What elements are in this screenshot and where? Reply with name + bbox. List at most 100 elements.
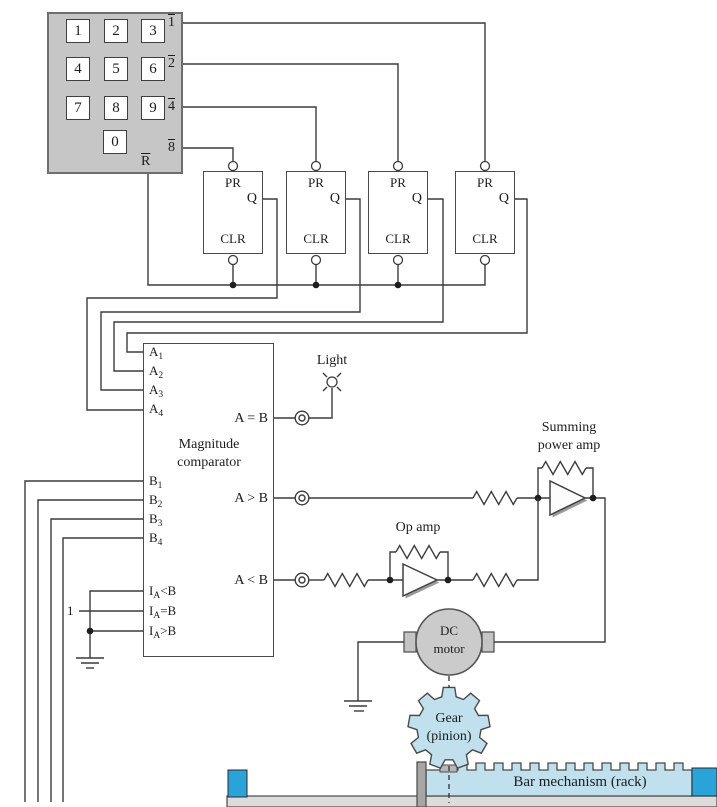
keypad-key-7: 7 — [66, 96, 90, 120]
summing-amp-triangle — [549, 479, 587, 517]
support-post — [416, 761, 427, 807]
op-amp-label: Op amp — [395, 520, 441, 535]
junction-dot — [229, 281, 237, 289]
ground-symbol — [76, 657, 104, 669]
motor-terminal-left — [403, 631, 417, 653]
gear-label: (pinion) — [426, 729, 472, 744]
output-a-gt-b-label: A > B — [234, 491, 268, 506]
q-label: Q — [498, 191, 509, 206]
clr-label: CLR — [472, 231, 498, 246]
comparator-title: Magnitude — [178, 437, 240, 452]
pr-label: PR — [308, 175, 324, 190]
output-a-eq-b-label: A = B — [234, 411, 268, 426]
clr-bubble — [392, 254, 404, 266]
keypad-key-6: 6 — [141, 57, 165, 81]
terminal-connector — [294, 410, 310, 426]
keypad-key-8: 8 — [104, 96, 128, 120]
junction-dot — [534, 494, 542, 502]
a-lt-b-circuit — [274, 498, 539, 599]
dc-motor-label: motor — [433, 641, 465, 656]
b-input-label: B1 — [149, 473, 163, 491]
resistors — [323, 460, 587, 588]
ground-symbol — [344, 700, 372, 712]
keypad-to-pr-wires — [183, 22, 486, 162]
motor-ground-circuit — [344, 641, 404, 712]
cascade-wires — [76, 590, 143, 669]
pr-bubble — [227, 160, 239, 172]
triangle-shadow — [552, 483, 588, 518]
junction-dot — [444, 576, 452, 584]
b-input-wires — [24, 480, 143, 802]
a-input-label: A3 — [149, 382, 164, 400]
clr-label: CLR — [385, 231, 411, 246]
a-input-label: A4 — [149, 401, 164, 419]
keypad-key-4: 4 — [66, 57, 90, 81]
comparator-title: comparator — [177, 455, 241, 470]
resistor — [323, 572, 369, 588]
junction-dot — [394, 281, 402, 289]
cascade-input-label: IA<B — [149, 583, 177, 601]
keypad-output-1-label: 1 — [168, 15, 175, 30]
a-gt-b-circuit — [274, 467, 606, 643]
stop-block-right — [691, 767, 717, 797]
a-input-label: A1 — [149, 344, 164, 362]
keypad-key-2: 2 — [104, 19, 128, 43]
const-one-label: 1 — [67, 603, 74, 618]
summing-amp-label: power amp — [537, 438, 601, 453]
keypad-key-5: 5 — [104, 57, 128, 81]
junction-dot — [86, 627, 94, 635]
motor-terminal-right — [481, 631, 495, 653]
clr-bubble — [479, 254, 491, 266]
op-amp-triangle — [402, 562, 439, 598]
pr-label: PR — [225, 175, 241, 190]
keypad-output-2-label: 2 — [168, 56, 175, 71]
q-label: Q — [329, 191, 340, 206]
cascade-input-label: IA>B — [149, 623, 177, 641]
gear-label: Gear — [435, 711, 463, 726]
pr-clr-bubbles — [227, 160, 491, 266]
keypad-output-4-label: 4 — [168, 99, 175, 114]
triangle-shadow — [405, 566, 440, 599]
a-input-label: A2 — [149, 363, 164, 381]
pr-bubble — [310, 160, 322, 172]
a-eq-b-circuit — [274, 372, 342, 426]
stop-block-left — [227, 769, 248, 798]
pr-label: PR — [390, 175, 406, 190]
lamp-icon — [322, 372, 342, 392]
base-platform — [226, 795, 717, 807]
gear-pinion — [407, 686, 491, 769]
clr-bubble — [227, 254, 239, 266]
clr-label: CLR — [220, 231, 246, 246]
summing-amp-label: Summing — [541, 420, 597, 435]
resistor — [472, 572, 518, 588]
keypad-key-1: 1 — [66, 19, 90, 43]
keypad-output-8-label: 8 — [168, 140, 175, 155]
junction-dot — [312, 281, 320, 289]
dc-motor-label: DC — [439, 623, 459, 638]
resistor — [472, 490, 518, 506]
resistor — [395, 544, 441, 560]
q-label: Q — [411, 191, 422, 206]
clr-label: CLR — [303, 231, 329, 246]
rack-notch — [439, 764, 458, 773]
terminal-connector — [294, 572, 310, 588]
b-input-label: B4 — [149, 530, 163, 548]
clr-bubble — [310, 254, 322, 266]
keypad-key-0: 0 — [103, 130, 127, 154]
light-label: Light — [316, 353, 348, 368]
junction-dot — [589, 494, 597, 502]
pr-label: PR — [477, 175, 493, 190]
pr-bubble — [479, 160, 491, 172]
resistor — [541, 460, 587, 476]
junction-dot — [386, 576, 394, 584]
keypad-reset-label: R — [141, 154, 151, 169]
rack-label: Bar mechanism (rack) — [513, 774, 647, 790]
keypad-key-9: 9 — [141, 96, 165, 120]
terminal-connector — [294, 490, 310, 506]
q-label: Q — [246, 191, 257, 206]
pr-bubble — [392, 160, 404, 172]
b-input-label: B2 — [149, 492, 163, 510]
cascade-input-label: IA=B — [149, 603, 177, 621]
output-a-lt-b-label: A < B — [234, 573, 268, 588]
